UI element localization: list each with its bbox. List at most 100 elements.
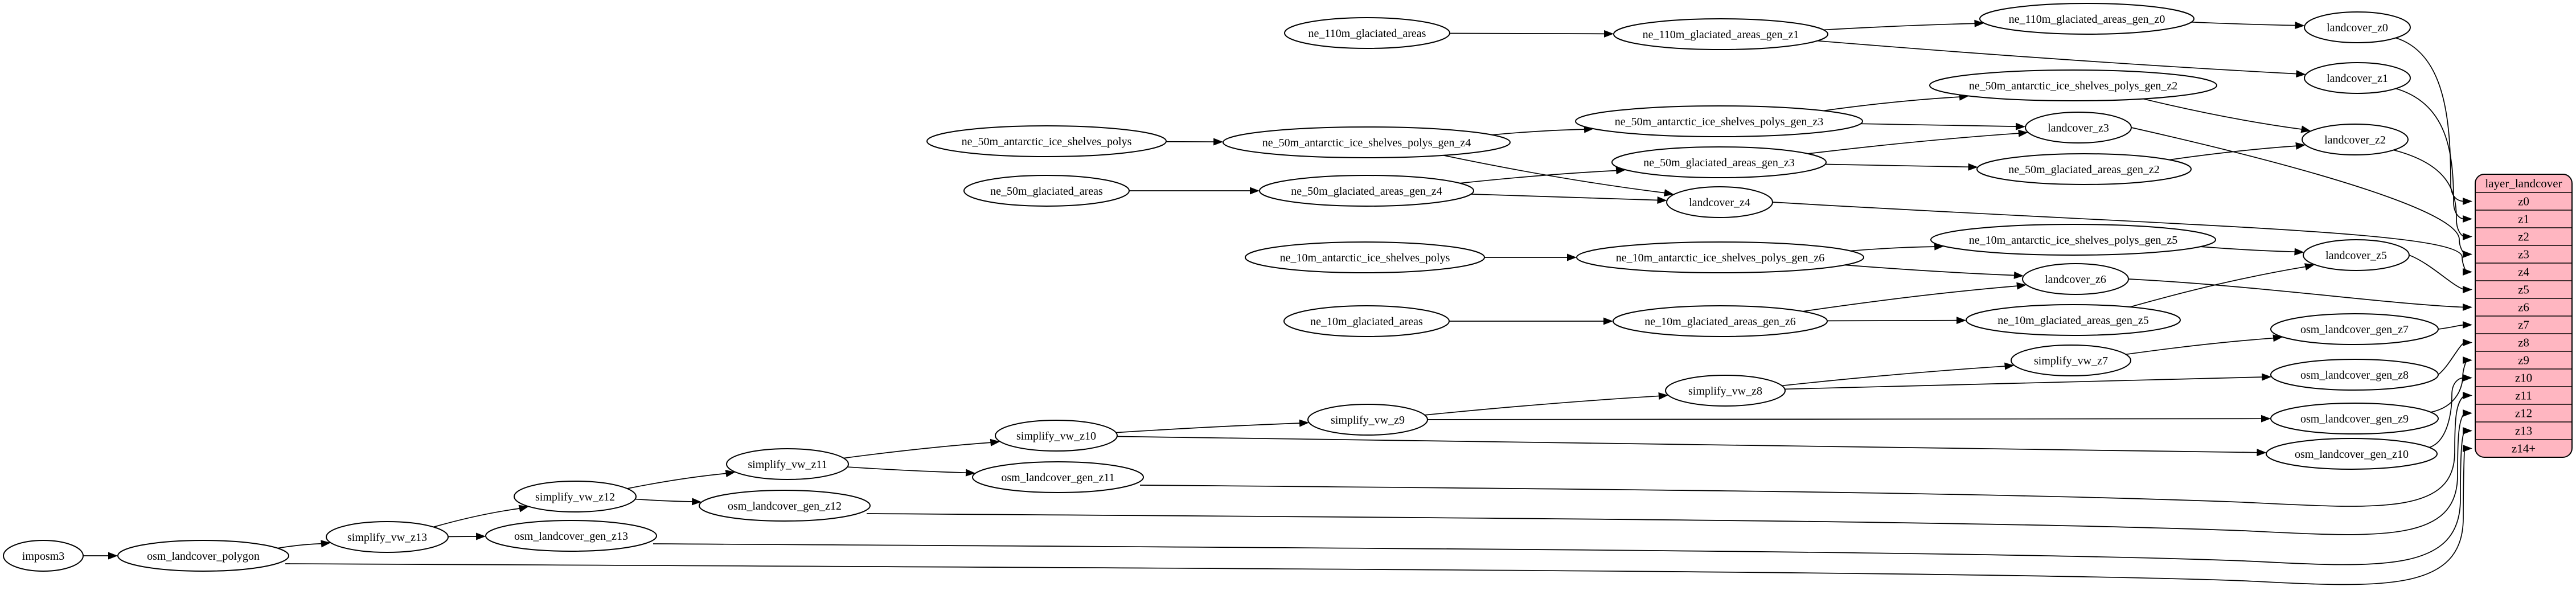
node-label-osm_landcover_gen_z12: osm_landcover_gen_z12 [728,500,842,512]
node-ne_10m_antarctic_ice_shelves_polys: ne_10m_antarctic_ice_shelves_polys [1245,241,1485,273]
node-ellipse-landcover_z0 [2304,11,2411,43]
arrowhead-icon [1567,253,1577,261]
node-ellipse-landcover_z4 [1666,186,1773,218]
arrowhead-icon [1934,243,1945,251]
node-ellipse-simplify_vw_z8 [1665,375,1786,407]
node-label-landcover_z1: landcover_z1 [2327,72,2388,85]
arrowhead-icon [2004,362,2015,370]
table-row-z14+: z14+ [2512,442,2536,456]
node-landcover_z5: landcover_z5 [2303,239,2410,271]
edge-ne_50m_glaciated_areas_gen_z4-to-landcover_z4 [1471,194,1658,201]
edge-simplify_vw_z9-to-osm_landcover_gen_z9 [1427,418,2262,420]
node-label-ne_50m_glaciated_areas_gen_z4: ne_50m_glaciated_areas_gen_z4 [1291,185,1442,198]
arrowhead-icon [2463,392,2472,399]
arrowhead-icon [2463,321,2472,329]
node-label-ne_50m_glaciated_areas: ne_50m_glaciated_areas [990,185,1103,198]
node-landcover_z4: landcover_z4 [1666,186,1773,218]
node-ellipse-simplify_vw_z12 [514,481,637,512]
node-label-osm_landcover_gen_z7: osm_landcover_gen_z7 [2300,323,2409,336]
node-simplify_vw_z13: simplify_vw_z13 [326,521,449,553]
node-ne_50m_glaciated_areas_gen_z4: ne_50m_glaciated_areas_gen_z4 [1259,175,1474,207]
edge-simplify_vw_z12-to-simplify_vw_z11 [627,473,727,489]
edge-ne_10m_antarctic_ice_shelves_polys_gen_z6-to-landcover_z6 [1845,264,2015,276]
node-landcover_z6: landcover_z6 [2022,263,2129,295]
node-ne_50m_antarctic_ice_shelves_polys_gen_z2: ne_50m_antarctic_ice_shelves_polys_gen_z… [1929,69,2217,101]
node-label-ne_50m_glaciated_areas_gen_z2: ne_50m_glaciated_areas_gen_z2 [2008,163,2159,176]
edge-ne_110m_glaciated_areas_gen_z1-to-landcover_z1 [1817,40,2297,75]
node-ne_110m_glaciated_areas: ne_110m_glaciated_areas [1284,17,1450,49]
arrowhead-icon [1657,196,1667,204]
edge-ne_50m_antarctic_ice_shelves_polys_gen_z3-to-ne_50m_antarctic_ice_shelves_polys_gen_z2 [1823,96,1960,112]
table-row-z8: z8 [2518,336,2529,350]
edge-ne_50m_antarctic_ice_shelves_polys_gen_z4-to-ne_50m_antarctic_ice_shelves_polys_gen_z3 [1491,129,1585,136]
node-osm_landcover_gen_z9: osm_landcover_gen_z9 [2270,403,2439,434]
node-label-ne_50m_antarctic_ice_shelves_polys_gen_z2: ne_50m_antarctic_ice_shelves_polys_gen_z… [1969,80,2178,92]
arrowhead-icon [2463,233,2472,240]
arrowhead-icon [2296,70,2306,78]
node-ellipse-landcover_z2 [2302,124,2409,155]
node-ne_10m_antarctic_ice_shelves_polys_gen_z6: ne_10m_antarctic_ice_shelves_polys_gen_z… [1576,241,1864,273]
edge-osm_landcover_polygon-to-simplify_vw_z13 [277,543,322,549]
node-ellipse-ne_50m_antarctic_ice_shelves_polys_gen_z4 [1223,126,1511,158]
edge-osm_landcover_polygon-to-layer-landcover-z14+ [285,448,2465,585]
node-label-landcover_z0: landcover_z0 [2327,22,2388,34]
table-row-z11: z11 [2515,389,2532,403]
arrowhead-icon [2304,263,2315,270]
edge-simplify_vw_z8-to-osm_landcover_gen_z8 [1785,376,2263,390]
node-label-ne_10m_glaciated_areas_gen_z5: ne_10m_glaciated_areas_gen_z5 [1997,314,2148,327]
node-imposm3: imposm3 [3,540,84,572]
arrowhead-icon [2257,449,2267,457]
node-ne_50m_antarctic_ice_shelves_polys_gen_z4: ne_50m_antarctic_ice_shelves_polys_gen_z… [1223,126,1511,158]
node-label-simplify_vw_z8: simplify_vw_z8 [1688,385,1762,397]
edge-ne_50m_antarctic_ice_shelves_polys_gen_z4-to-landcover_z4 [1443,154,1665,194]
arrowhead-icon [2295,142,2306,150]
node-ellipse-ne_50m_glaciated_areas [963,175,1130,207]
edge-simplify_vw_z13-to-simplify_vw_z12 [433,508,520,528]
table-row-z10: z10 [2515,371,2532,385]
table-row-z3: z3 [2518,248,2529,261]
node-ellipse-osm_landcover_gen_z10 [2266,438,2438,470]
node-ellipse-osm_landcover_polygon [117,540,289,572]
node-ellipse-osm_landcover_gen_z11 [972,461,1144,493]
node-label-ne_10m_antarctic_ice_shelves_polys: ne_10m_antarctic_ice_shelves_polys [1280,252,1450,264]
node-ne_10m_glaciated_areas: ne_10m_glaciated_areas [1283,305,1450,337]
node-landcover_z2: landcover_z2 [2302,124,2409,155]
node-ellipse-landcover_z1 [2304,62,2411,94]
node-ellipse-simplify_vw_z13 [326,521,449,553]
node-ellipse-ne_50m_glaciated_areas_gen_z4 [1259,175,1474,207]
arrowhead-icon [2463,286,2472,293]
node-ne_50m_glaciated_areas: ne_50m_glaciated_areas [963,175,1130,207]
node-ellipse-ne_110m_glaciated_areas_gen_z0 [1979,3,2194,35]
node-simplify_vw_z7: simplify_vw_z7 [2011,345,2131,376]
edge-landcover_z3-to-layer-landcover-z3 [2131,127,2465,255]
edge-ne_10m_glaciated_areas_gen_z5-to-landcover_z5 [2130,266,2306,307]
node-label-osm_landcover_gen_z11: osm_landcover_gen_z11 [1001,471,1114,484]
node-ne_50m_antarctic_ice_shelves_polys: ne_50m_antarctic_ice_shelves_polys [926,125,1167,157]
node-ne_10m_glaciated_areas_gen_z5: ne_10m_glaciated_areas_gen_z5 [1966,304,2181,336]
arrowhead-icon [518,505,529,512]
edge-ne_50m_glaciated_areas_gen_z3-to-landcover_z3 [1807,133,2019,154]
arrowhead-icon [691,498,702,506]
node-simplify_vw_z8: simplify_vw_z8 [1665,375,1786,407]
node-landcover_z1: landcover_z1 [2304,62,2411,94]
node-label-landcover_z2: landcover_z2 [2324,134,2386,146]
node-ellipse-osm_landcover_gen_z12 [699,490,871,522]
arrowhead-icon [1604,30,1614,38]
node-label-osm_landcover_polygon: osm_landcover_polygon [147,550,260,563]
node-osm_landcover_gen_z8: osm_landcover_gen_z8 [2270,359,2439,391]
node-label-imposm3: imposm3 [22,550,64,563]
edge-ne_10m_antarctic_ice_shelves_polys_gen_z6-to-ne_10m_antarctic_ice_shelves_polys_gen_z5 [1850,246,1935,252]
table-row-z12: z12 [2515,407,2532,420]
table-row-z9: z9 [2518,354,2529,367]
table-row-z0: z0 [2518,195,2529,208]
node-simplify_vw_z12: simplify_vw_z12 [514,481,637,512]
node-label-osm_landcover_gen_z8: osm_landcover_gen_z8 [2300,369,2409,382]
edge-ne_10m_glaciated_areas_gen_z6-to-landcover_z6 [1802,285,2018,312]
arrowhead-icon [2016,282,2027,290]
node-ellipse-osm_landcover_gen_z8 [2270,359,2439,391]
edge-ne_110m_glaciated_areas_gen_z1-to-ne_110m_glaciated_areas_gen_z0 [1823,23,1975,31]
arrowhead-icon [2262,373,2272,381]
node-ellipse-osm_landcover_gen_z9 [2270,403,2439,434]
